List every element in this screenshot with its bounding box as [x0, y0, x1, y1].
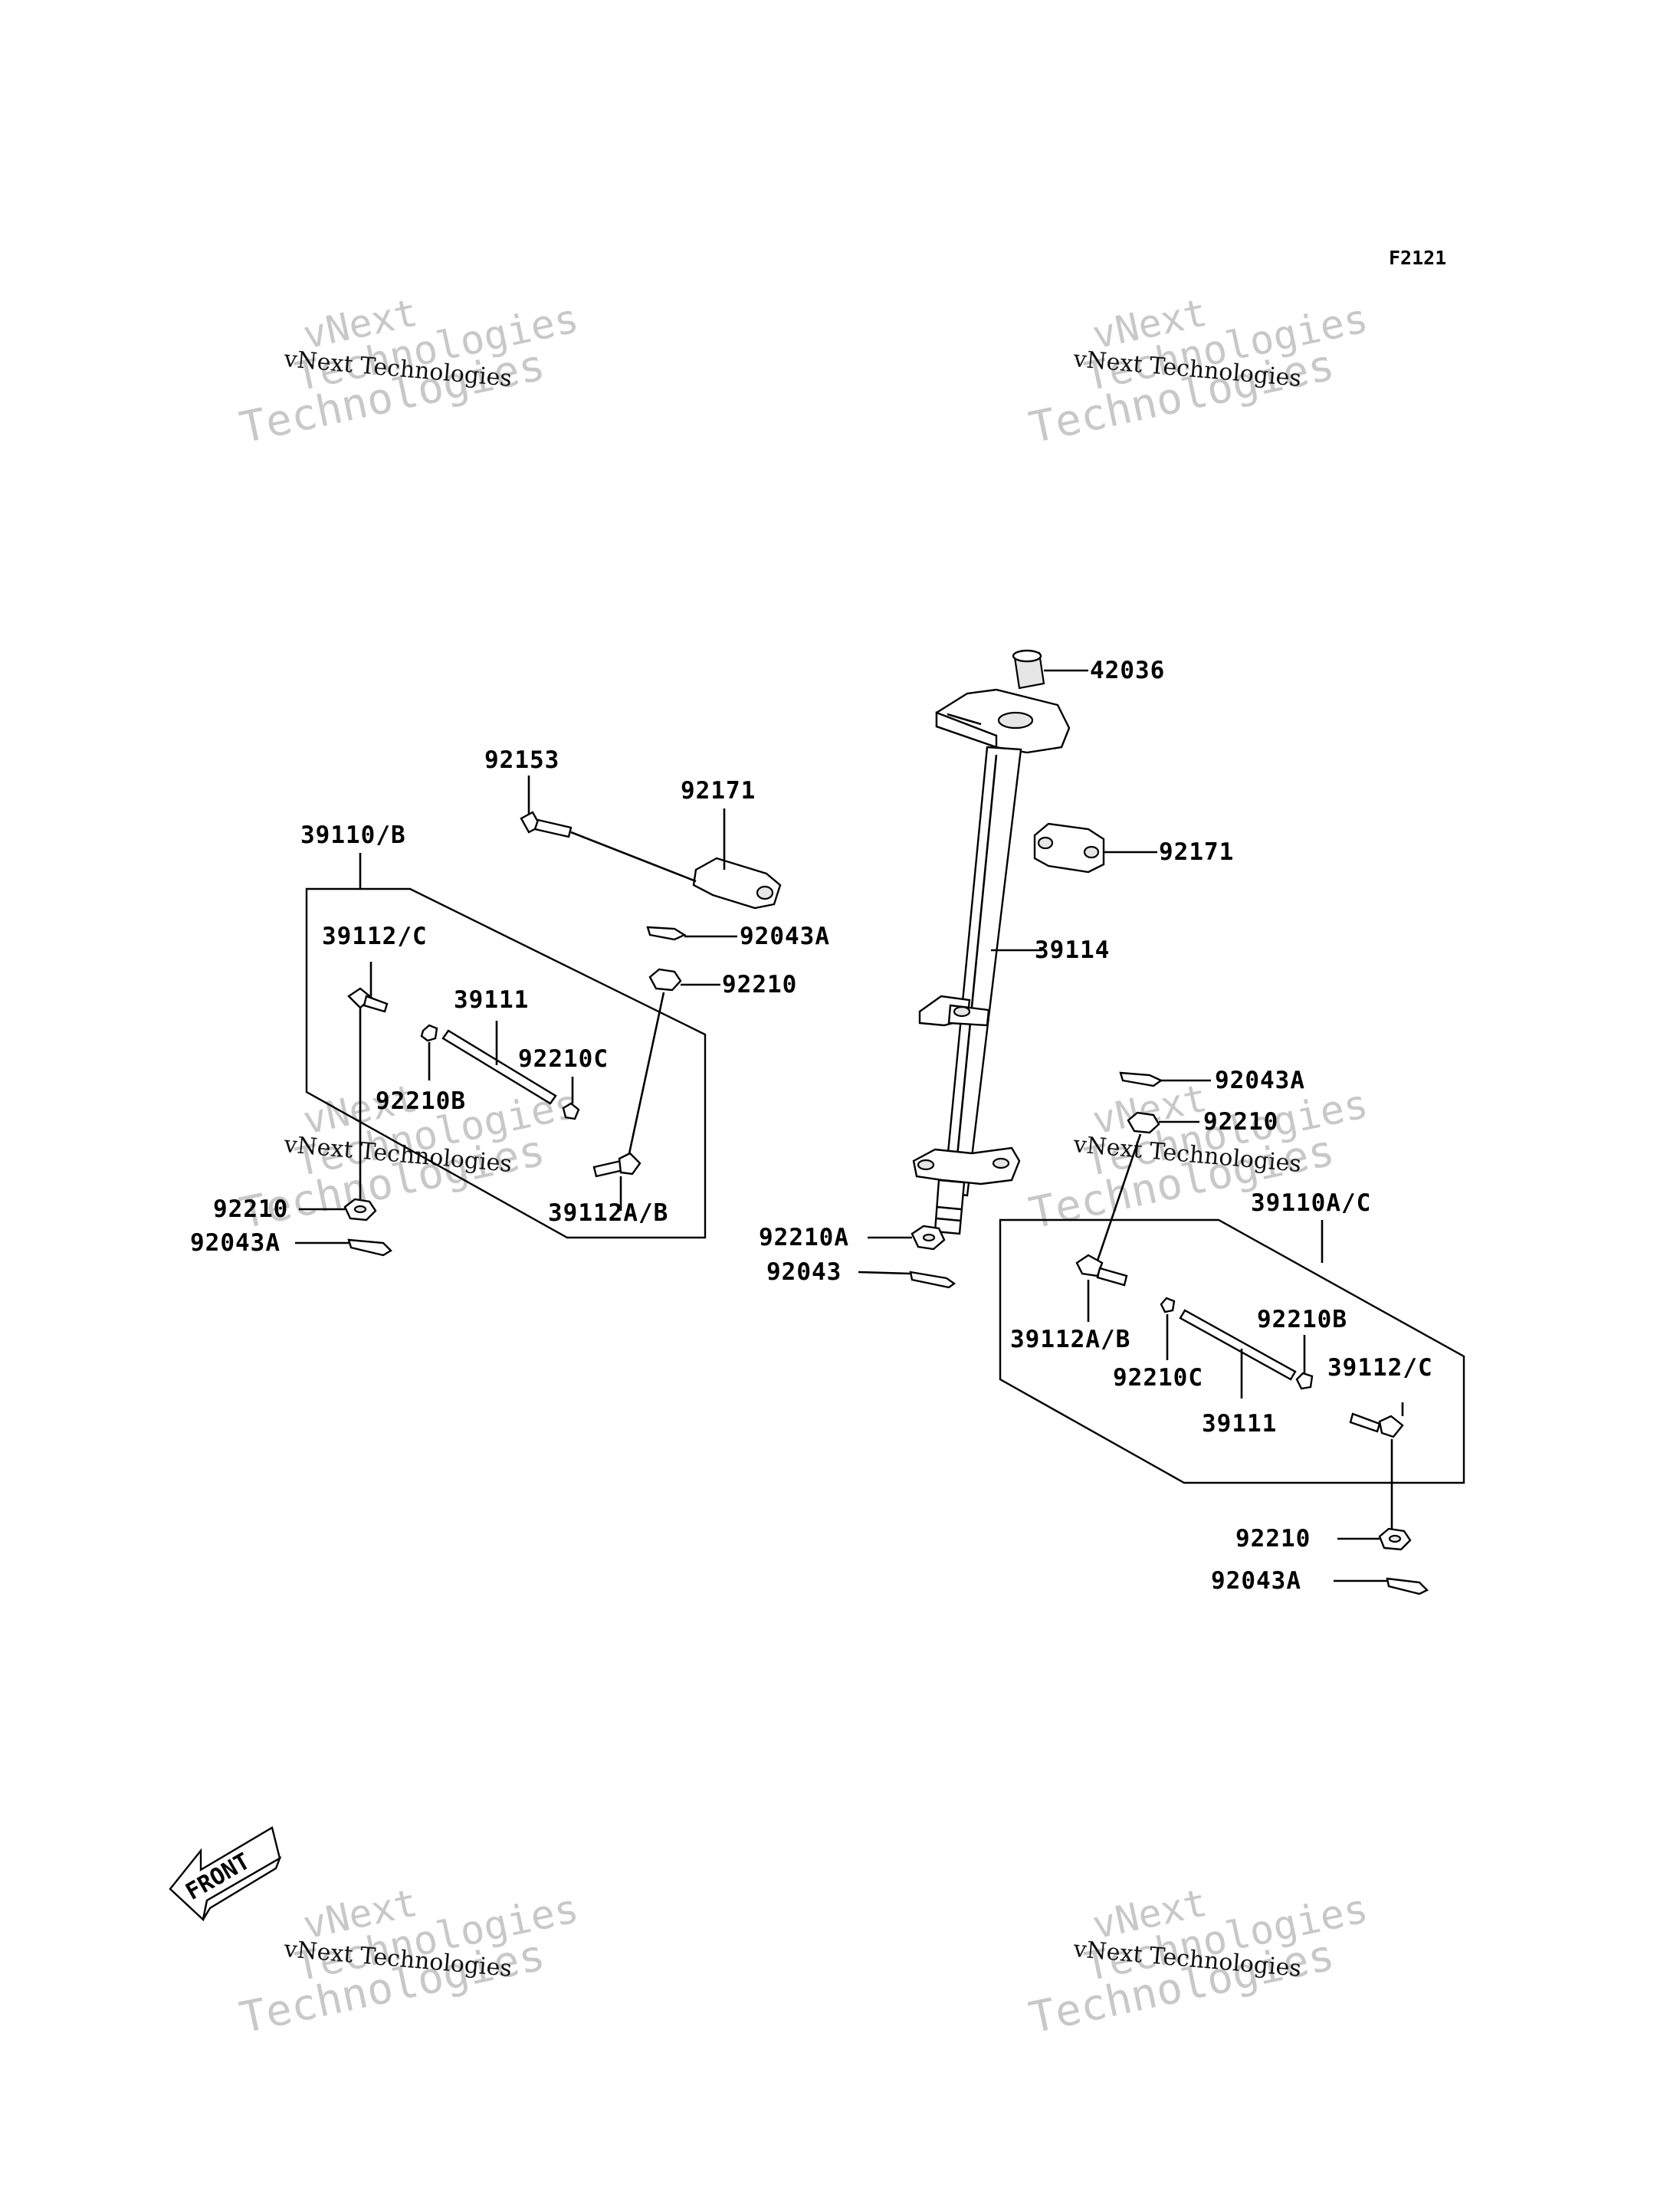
- label-92210A: 92210A: [759, 1224, 849, 1251]
- label-92043A-right-top: 92043A: [1215, 1067, 1305, 1094]
- cotter-pin-92043A-left-bottom: [295, 1238, 392, 1257]
- nut-92210C-left: [562, 1077, 580, 1120]
- ball-joint-39112AB-left: [592, 1152, 641, 1211]
- label-92210-left-bottom: 92210: [213, 1195, 288, 1223]
- assembly-bracket-39110B: [305, 887, 707, 1239]
- label-39110B: 39110/B: [300, 821, 406, 849]
- pitman-arm: [912, 1146, 1021, 1185]
- cotter-pin-92043A-left-top: [646, 926, 737, 941]
- cotter-pin-92043A-right-bottom: [1334, 1577, 1429, 1595]
- assembly-bracket-39110AC: [999, 1218, 1465, 1484]
- label-92043A-left-top: 92043A: [740, 923, 830, 950]
- steering-shaft-assembly: [858, 649, 1088, 1289]
- label-39111-right: 39111: [1202, 1410, 1277, 1438]
- shaft-mid-bracket: [918, 995, 990, 1027]
- label-92210B-right: 92210B: [1257, 1306, 1347, 1333]
- nut-92210-left-bottom: [299, 1198, 377, 1221]
- tie-rod-group-left: [295, 853, 737, 1257]
- tie-rod-group-right: [999, 1071, 1465, 1595]
- watermark-top-left: vNext Technologies Technologies vNext Te…: [235, 290, 582, 454]
- label-92210C-right: 92210C: [1113, 1364, 1203, 1392]
- label-92171-right: 92171: [1159, 838, 1234, 866]
- shaft-holder-92171-right: [1033, 822, 1157, 874]
- label-39111-left: 39111: [454, 986, 529, 1014]
- figure-code: F2121: [1389, 247, 1446, 269]
- label-92210-left-top: 92210: [722, 971, 797, 998]
- label-39112AB-right: 39112A/B: [1010, 1326, 1130, 1353]
- steering-top-plate: [935, 688, 1071, 754]
- nut-92210B-left: [420, 1024, 438, 1080]
- bolt-92153: [520, 776, 697, 883]
- watermark-bottom-left: vNext Technologies Technologies vNext Te…: [235, 1881, 582, 2044]
- tie-rod-39111-left: [441, 1021, 557, 1105]
- nut-92210A: [868, 1225, 946, 1251]
- shaft-bottom-end: [934, 1179, 966, 1235]
- nut-92210B-right: [1295, 1335, 1314, 1390]
- part-labels: 42036 92153 92171 92171 39110/B 39112/C …: [190, 657, 1433, 1595]
- watermark-bottom-right: vNext Technologies Technologies vNext Te…: [1025, 1881, 1372, 2044]
- label-39112C-left: 39112/C: [322, 923, 428, 950]
- nut-92210-right-bottom: [1337, 1527, 1412, 1551]
- shaft-holder-92171-top: [692, 808, 782, 910]
- label-39112C-right: 39112/C: [1327, 1354, 1433, 1382]
- watermark-top-right: vNext Technologies Technologies vNext Te…: [1025, 290, 1372, 454]
- nut-92210-right-top: [1096, 1111, 1199, 1261]
- ball-joint-39112AB-right: [1075, 1254, 1128, 1322]
- label-39110AC: 39110A/C: [1251, 1189, 1371, 1217]
- watermark-mid-left: vNext Technologies Technologies vNext Te…: [235, 1076, 582, 1239]
- label-92043A-right-bottom: 92043A: [1211, 1567, 1301, 1595]
- cotter-pin-92043: [858, 1271, 956, 1289]
- cotter-pin-92043A-right-top: [1119, 1071, 1211, 1087]
- front-direction-arrow: FRONT: [169, 1826, 282, 1922]
- label-39114: 39114: [1035, 936, 1110, 964]
- label-92043A-left-bottom: 92043A: [190, 1229, 281, 1257]
- label-92153: 92153: [484, 746, 559, 774]
- ball-joint-39112C-right: [1349, 1402, 1404, 1529]
- nut-92210C-right: [1160, 1297, 1176, 1360]
- label-92210-right-bottom: 92210: [1235, 1525, 1311, 1553]
- tie-rod-39111-right: [1179, 1309, 1297, 1399]
- steering-shaft-39114: [943, 746, 1042, 1197]
- label-92210-right-top: 92210: [1203, 1108, 1278, 1136]
- label-92210C-left: 92210C: [518, 1045, 609, 1073]
- label-92171-top: 92171: [681, 777, 756, 805]
- bushing-42036: [1012, 649, 1088, 690]
- label-92210B-left: 92210B: [376, 1087, 466, 1115]
- ball-joint-39112C-left: [347, 962, 389, 1203]
- nut-92210-left-top: [627, 968, 720, 1158]
- label-92043: 92043: [766, 1258, 842, 1286]
- label-39112AB-left: 39112A/B: [548, 1199, 668, 1227]
- label-42036: 42036: [1090, 657, 1165, 684]
